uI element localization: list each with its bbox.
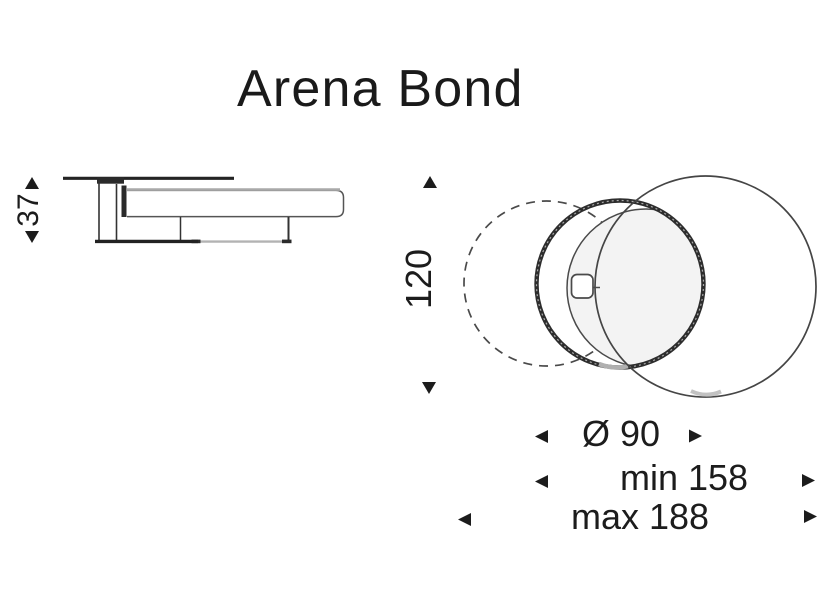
max-width-arrow-right-icon [804,510,817,523]
column-square [570,273,594,299]
diameter-arrow-right-icon [689,429,702,443]
side-foot-right [282,239,292,244]
max-width-dimension-label: max 188 [570,496,710,537]
large-top-shadow [690,389,722,397]
depth-arrow-down-icon [422,382,436,394]
small-top-shadow [598,361,629,370]
side-slab-outline [127,189,345,218]
diameter-dimension-label: Ø 90 [581,413,661,454]
side-view-drawing [63,176,345,244]
top-view-drawing [463,175,817,398]
dimension-arrows [25,176,817,526]
depth-dimension-label: 120 [398,248,439,310]
min-width-arrow-left-icon [535,475,548,488]
min-width-arrow-right-icon [802,474,815,487]
min-width-dimension-label: min 158 [619,457,749,498]
height-arrow-up-icon [25,177,39,189]
max-width-arrow-left-icon [458,513,471,526]
height-arrow-down-icon [25,231,39,243]
height-dimension-label: 37 [12,193,45,227]
product-title: Arena Bond [237,60,524,118]
side-slab-left-edge [121,185,127,217]
depth-arrow-up-icon [423,176,437,188]
diameter-arrow-left-icon [535,430,548,443]
large-top-circle [594,175,817,398]
side-column-cap [97,177,124,184]
